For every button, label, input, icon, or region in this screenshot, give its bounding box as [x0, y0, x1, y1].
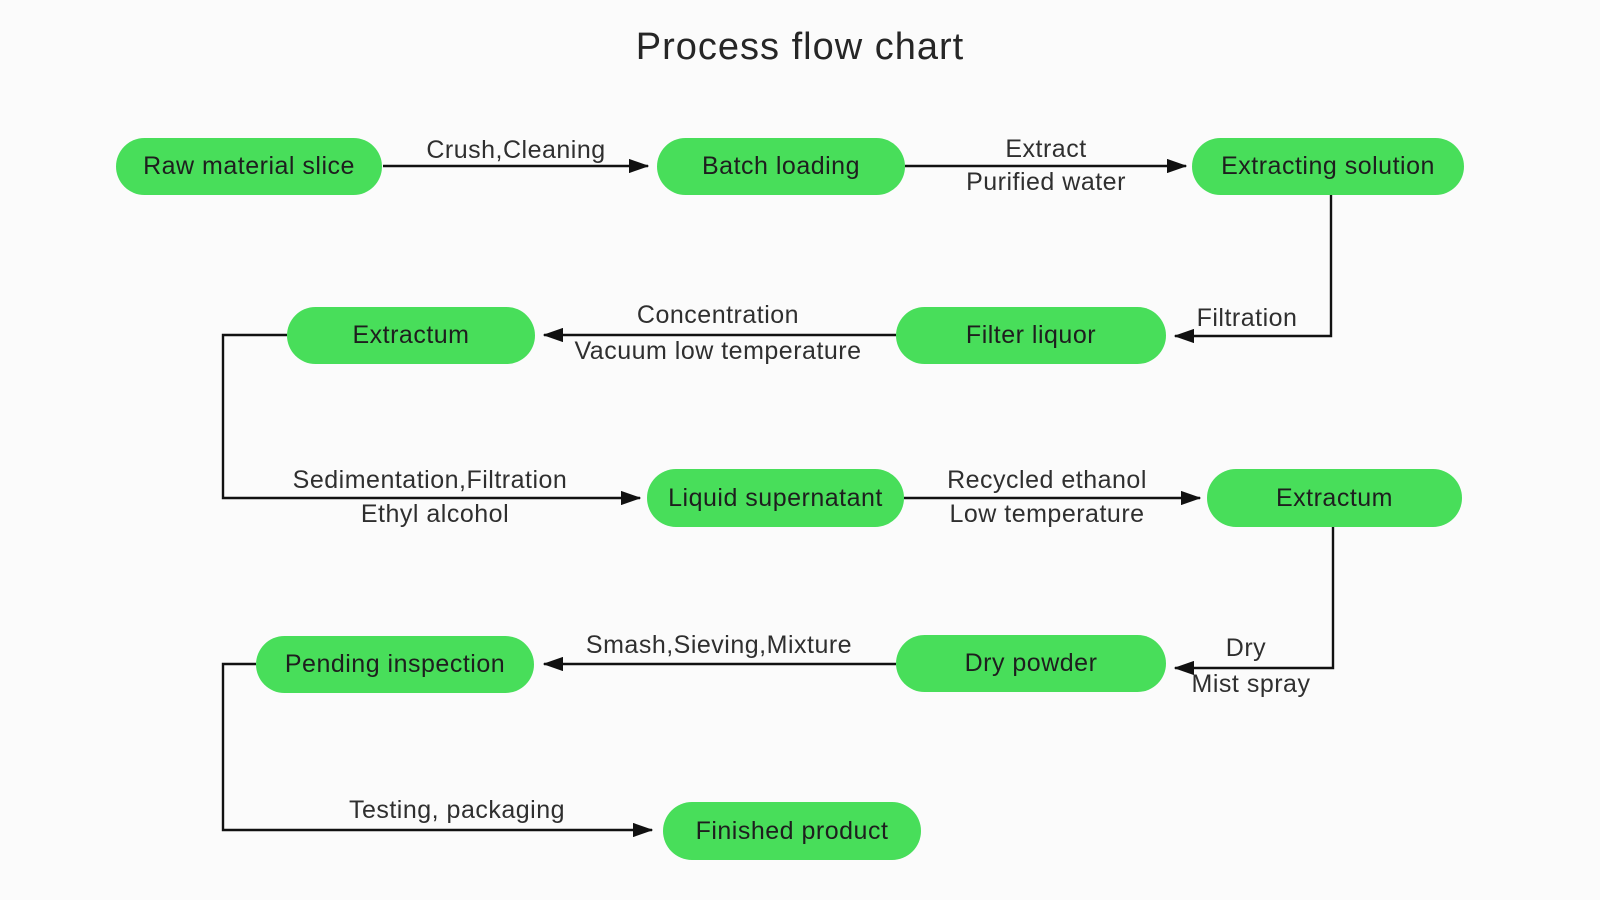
node-dry-powder: Dry powder [896, 635, 1166, 692]
node-extractum-1: Extractum [287, 307, 535, 364]
edge-label-smash-sieving-mixture: Smash,Sieving,Mixture [585, 631, 853, 659]
node-finished-product: Finished product [663, 802, 921, 860]
node-raw-material-slice: Raw material slice [116, 138, 382, 195]
edge-extracting-solution-to-filter-liquor [1173, 195, 1333, 344]
node-pending-inspection: Pending inspection [256, 636, 534, 693]
edge-label-filtration: Filtration [1196, 304, 1298, 332]
node-extractum-2: Extractum [1207, 469, 1462, 527]
edge-label-low-temperature: Low temperature [949, 500, 1145, 528]
edge-label-vacuum-low-temperature: Vacuum low temperature [574, 337, 862, 365]
edge-label-crush-cleaning: Crush,Cleaning [426, 136, 606, 164]
edge-label-ethyl-alcohol: Ethyl alcohol [360, 500, 510, 528]
edge-label-mist-spray: Mist spray [1191, 670, 1311, 698]
page-title: Process flow chart [635, 26, 965, 68]
edge-label-dry: Dry [1225, 634, 1267, 662]
edge-label-testing-packaging: Testing, packaging [348, 796, 566, 824]
edge-label-purified-water: Purified water [966, 168, 1126, 196]
edge-label-recycled-ethanol: Recycled ethanol [947, 466, 1147, 494]
edge-label-sedimentation-filtration: Sedimentation,Filtration [292, 466, 568, 494]
node-extracting-solution: Extracting solution [1192, 138, 1464, 195]
node-liquid-supernatant: Liquid supernatant [647, 469, 904, 527]
edge-extractum-1-to-liquid-supernatant [221, 333, 642, 506]
edge-label-concentration: Concentration [636, 301, 800, 329]
node-batch-loading: Batch loading [657, 138, 905, 195]
node-filter-liquor: Filter liquor [896, 307, 1166, 364]
edge-pending-inspection-to-finished-product [221, 662, 654, 838]
edge-extractum-2-to-dry-powder [1173, 520, 1335, 676]
edge-label-extract: Extract [1005, 135, 1087, 163]
